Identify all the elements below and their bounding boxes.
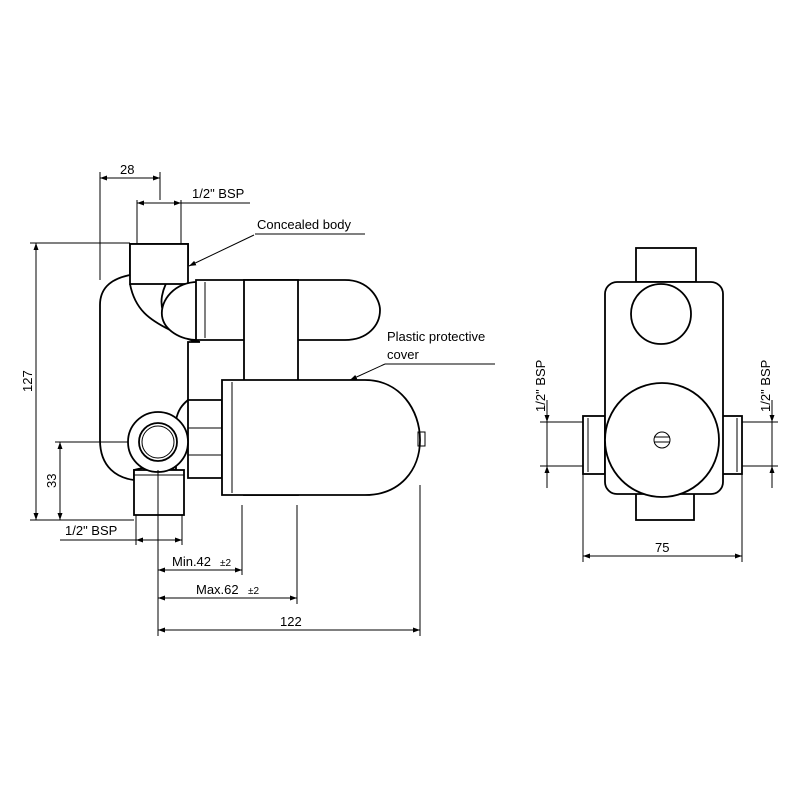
dim-side-width: 75 [655, 540, 669, 555]
front-top-port [635, 247, 697, 283]
dim-max-depth: Max.62 [196, 582, 239, 597]
dim-side-thread-right: 1/2" BSP [758, 360, 773, 412]
front-view [582, 247, 743, 521]
front-right-port [721, 415, 743, 475]
side-view-dimensions: 28 1/2" BSP 127 33 1/2" BSP Min.42 ±2 Ma… [20, 162, 421, 636]
top-port [129, 243, 189, 285]
dim-height-total: 127 [20, 370, 35, 392]
side-view [99, 243, 426, 516]
inlet-port-inner [138, 422, 178, 462]
dim-min-depth: Min.42 [172, 554, 211, 569]
front-upper-cartridge [630, 283, 692, 345]
plastic-protective-cover [221, 379, 421, 496]
label-plastic-cover-1: Plastic protective [387, 329, 485, 344]
cover-screw-icon [653, 431, 671, 449]
front-left-port [582, 415, 606, 475]
top-port-elbow [129, 283, 171, 331]
label-plastic-cover-2: cover [387, 347, 419, 362]
dim-max-tol: ±2 [248, 586, 259, 597]
dim-total-depth: 122 [280, 614, 302, 629]
front-view-dimensions: 1/2" BSP 1/2" BSP 75 [533, 360, 778, 562]
dim-top-thread: 1/2" BSP [192, 186, 244, 201]
top-spindle-bulb [161, 281, 199, 341]
dim-top-width: 28 [120, 162, 134, 177]
label-concealed-body: Concealed body [257, 217, 351, 232]
front-lower-cover [604, 382, 720, 498]
dim-min-tol: ±2 [220, 558, 231, 569]
bottom-port [133, 469, 185, 516]
dim-height-lower: 33 [44, 474, 59, 488]
annotation-leaders: Concealed body Plastic protective cover [188, 217, 495, 381]
dim-bottom-thread: 1/2" BSP [65, 523, 117, 538]
connector-block [187, 399, 223, 479]
dim-side-thread-left: 1/2" BSP [533, 360, 548, 412]
